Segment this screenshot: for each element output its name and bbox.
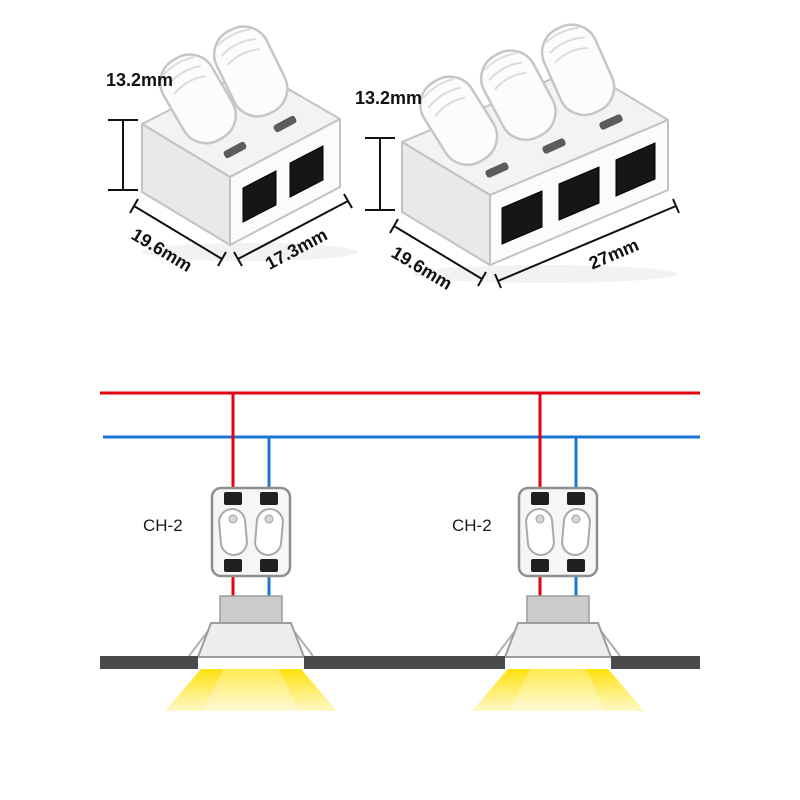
height-dimension-line xyxy=(365,137,395,211)
spring-lever xyxy=(479,49,557,141)
ceiling-bar xyxy=(611,656,700,669)
connector-label: CH-2 xyxy=(143,516,183,535)
wire-port xyxy=(567,559,585,572)
lever-pivot xyxy=(228,514,238,524)
dimension-lines xyxy=(365,137,680,289)
downlight-fixture xyxy=(188,595,314,658)
lever-pivot xyxy=(571,514,581,524)
height-dimension-line xyxy=(108,119,138,191)
wire-port xyxy=(242,170,277,223)
spring-lever xyxy=(218,508,248,556)
width-dimension-line xyxy=(233,193,353,267)
fixture-body xyxy=(196,622,306,658)
ch2-product-illustration xyxy=(108,25,358,267)
ceiling-bar xyxy=(100,656,198,669)
latch-slit xyxy=(542,138,566,154)
wire-port xyxy=(531,492,549,505)
spring-connector-2way xyxy=(141,25,358,261)
ch2-connector-symbol xyxy=(210,486,292,578)
spring-lever xyxy=(561,508,591,556)
wire-port xyxy=(615,142,656,197)
wire-port xyxy=(260,559,278,572)
dimension-lines xyxy=(108,119,353,267)
latch-slit xyxy=(599,114,623,130)
light-beam xyxy=(165,669,337,711)
driver-box xyxy=(219,595,283,624)
wire-port xyxy=(260,492,278,505)
spring-lever xyxy=(212,25,289,118)
product-shadow xyxy=(413,265,677,283)
spring-lever xyxy=(159,53,237,145)
downlight-fixture xyxy=(495,595,621,658)
latch-slit xyxy=(273,115,297,133)
spring-lever xyxy=(254,508,284,556)
ch3-product-illustration xyxy=(365,23,680,289)
height-dimension-label: 13.2mm xyxy=(106,70,174,90)
driver-box xyxy=(526,595,590,624)
product-ch2-figure: 13.2mm 19.6mm 17.3mm xyxy=(100,0,360,300)
wire-port xyxy=(531,559,549,572)
light-beam xyxy=(472,669,644,711)
wire-port xyxy=(501,190,543,245)
latch-slit xyxy=(485,162,509,178)
wire-port xyxy=(558,166,600,221)
spring-lever xyxy=(525,508,555,556)
height-dimension-label: 13.2mm xyxy=(355,88,423,108)
width-dimension-line xyxy=(494,198,680,289)
wire-port xyxy=(224,559,242,572)
ceiling-bar xyxy=(304,656,505,669)
lever-pivot xyxy=(535,514,545,524)
spring-connector-3way xyxy=(401,23,677,283)
depth-dimension-line xyxy=(389,218,487,287)
wire-port xyxy=(289,145,324,198)
wire-port xyxy=(567,492,585,505)
latch-slit xyxy=(223,141,247,159)
depth-dimension-line xyxy=(129,198,227,267)
product-ch3-figure: 13.2mm 19.6mm 27mm xyxy=(350,0,680,320)
fixture-body xyxy=(503,622,613,658)
lever-pivot xyxy=(264,514,274,524)
spring-lever xyxy=(540,23,616,117)
wiring-diagram xyxy=(100,391,700,711)
ch2-connector-symbol xyxy=(517,486,599,578)
spring-lever xyxy=(419,75,499,166)
connector-label: CH-2 xyxy=(452,516,492,535)
wire-port xyxy=(224,492,242,505)
